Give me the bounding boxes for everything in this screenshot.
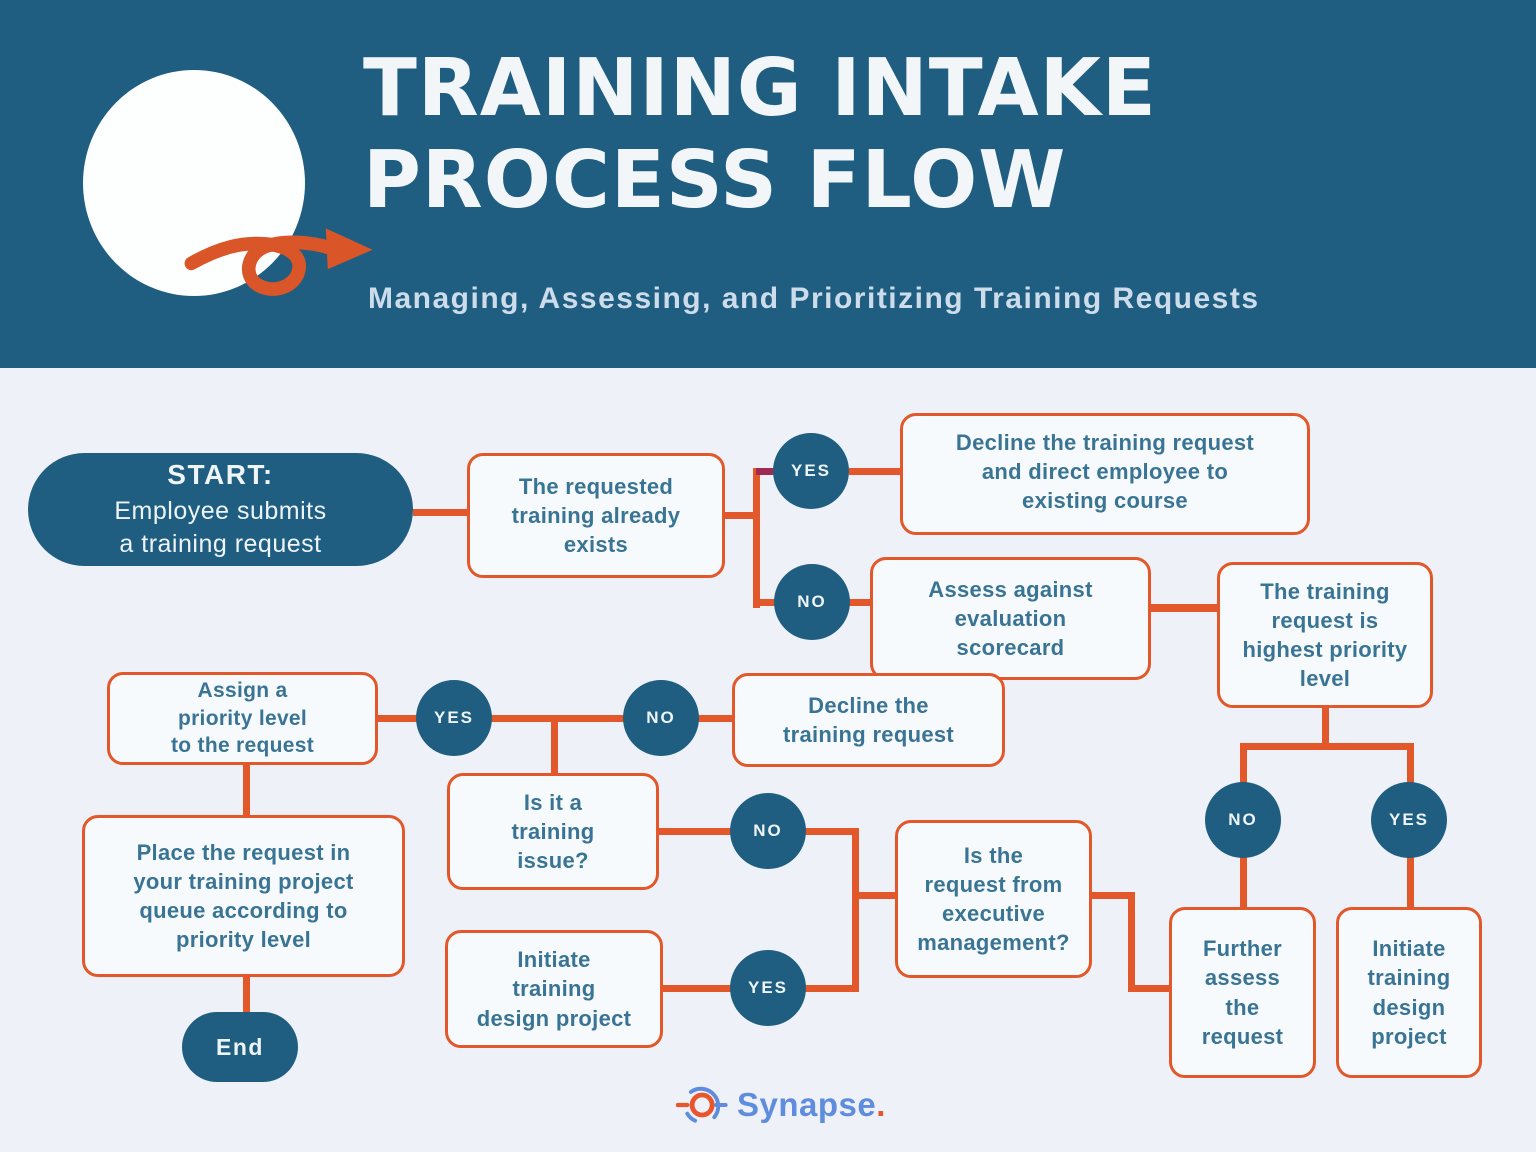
node-is-training-issue: Is it a training issue? bbox=[447, 773, 659, 890]
decision-exists-yes: YES bbox=[773, 433, 849, 509]
decision-highest-no: NO bbox=[1205, 782, 1281, 858]
brand-dot: . bbox=[876, 1086, 886, 1123]
connector-line bbox=[1407, 743, 1414, 789]
node-decline-and-direct: Decline the training request and direct … bbox=[900, 413, 1310, 535]
title-line-1: TRAINING INTAKE bbox=[363, 42, 1157, 134]
decision-initiate-yes: YES bbox=[730, 950, 806, 1026]
node-decline-request: Decline the training request bbox=[732, 673, 1005, 767]
page-title: TRAINING INTAKE PROCESS FLOW bbox=[363, 42, 1463, 226]
scribble-loop-arrow-icon bbox=[184, 228, 373, 296]
node-initiate-design-right: Initiate training design project bbox=[1336, 907, 1482, 1078]
connector-line bbox=[804, 828, 856, 835]
decision-assign-yes: YES bbox=[416, 680, 492, 756]
connector-line bbox=[1092, 892, 1134, 899]
connector-line bbox=[804, 985, 856, 992]
logo-badge bbox=[83, 70, 373, 296]
title-line-2: PROCESS FLOW bbox=[363, 134, 1067, 226]
connector-line bbox=[378, 715, 418, 722]
connector-line bbox=[1240, 853, 1247, 909]
connector-line bbox=[849, 599, 872, 606]
connector-line bbox=[725, 512, 756, 519]
connector-line bbox=[1407, 853, 1414, 909]
brand-word: Synapse bbox=[737, 1086, 877, 1123]
connector-line bbox=[697, 715, 734, 722]
start-node: START: Employee submits a training reque… bbox=[28, 453, 413, 566]
connector-line bbox=[855, 892, 897, 899]
connector-line bbox=[663, 985, 732, 992]
node-assign-priority: Assign a priority level to the request bbox=[107, 672, 378, 765]
connector-line bbox=[849, 468, 900, 475]
start-node-title: START: bbox=[167, 459, 274, 490]
decision-assign-no: NO bbox=[623, 680, 699, 756]
connector-line bbox=[243, 765, 250, 817]
brand-lockup: Synapse. bbox=[676, 1080, 886, 1130]
connector-line bbox=[243, 977, 250, 1015]
connector-line bbox=[1240, 743, 1247, 789]
connector-line bbox=[753, 468, 760, 608]
start-node-body: Employee submits a training request bbox=[114, 497, 327, 558]
connector-line bbox=[758, 599, 776, 606]
decision-issue-no: NO bbox=[730, 793, 806, 869]
page-subtitle: Managing, Assessing, and Prioritizing Tr… bbox=[368, 282, 1260, 315]
synapse-logo-icon bbox=[676, 1086, 728, 1123]
connector-line bbox=[1322, 708, 1329, 750]
connector-line bbox=[659, 828, 732, 835]
connector-line bbox=[1240, 743, 1414, 750]
connector-line bbox=[1128, 892, 1135, 992]
connector-line bbox=[413, 509, 467, 516]
node-further-assess: Further assess the request bbox=[1169, 907, 1316, 1078]
connector-line bbox=[852, 828, 859, 992]
node-highest-priority: The training request is highest priority… bbox=[1217, 562, 1433, 708]
node-requested-training-exists: The requested training already exists bbox=[467, 453, 725, 578]
end-node: End bbox=[182, 1012, 298, 1082]
connector-line-maroon bbox=[756, 468, 776, 475]
connector-line bbox=[551, 715, 558, 775]
decision-exists-no: NO bbox=[774, 564, 850, 640]
node-assess-scorecard: Assess against evaluation scorecard bbox=[870, 557, 1151, 680]
brand-name: Synapse. bbox=[737, 1086, 886, 1124]
connector-line bbox=[1151, 604, 1219, 612]
node-exec-management: Is the request from executive management… bbox=[895, 820, 1092, 978]
decision-highest-yes: YES bbox=[1371, 782, 1447, 858]
node-initiate-design-mid: Initiate training design project bbox=[445, 930, 663, 1048]
connector-line bbox=[1128, 985, 1171, 992]
node-place-in-queue: Place the request in your training proje… bbox=[82, 815, 405, 977]
